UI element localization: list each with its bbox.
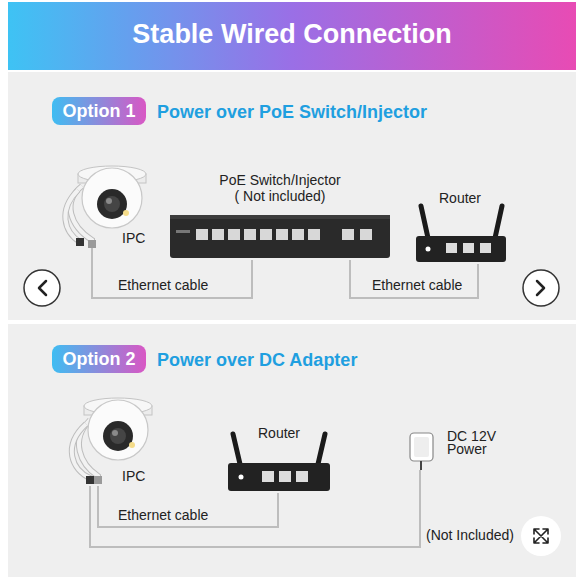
- ethernet-cable: [92, 248, 252, 298]
- router-illustration: [416, 206, 506, 262]
- cable-label: Ethernet cable: [116, 277, 210, 293]
- poe-switch-illustration: [170, 215, 390, 258]
- node-label: IPC: [122, 468, 145, 484]
- node-label: IPC: [122, 230, 145, 246]
- node-label: DC 12V Power: [447, 430, 503, 456]
- nav-arrow: [24, 270, 60, 306]
- power-adapter-illustration: [410, 433, 433, 470]
- camera-node: IPC: [62, 160, 154, 248]
- router-node: Router: [412, 188, 508, 264]
- power-adapter-node: DC 12V Power: [405, 428, 505, 470]
- title-bar: [8, 2, 576, 70]
- cable-label: Ethernet cable: [370, 277, 464, 293]
- option-badge: Option 1: [52, 98, 146, 124]
- option-heading: Power over PoE Switch/Injector: [157, 101, 427, 123]
- node-label: Router: [439, 190, 481, 206]
- node-label: PoE Switch/Injector: [219, 172, 340, 188]
- panel: [8, 72, 576, 320]
- option-pill: [52, 345, 146, 373]
- nav-arrow: [523, 270, 559, 306]
- camera-illustration: [84, 398, 152, 460]
- router-node: Router: [222, 423, 336, 493]
- node-label: Router: [258, 425, 300, 441]
- option-pill: [52, 97, 146, 125]
- title: Stable Wired Connection: [8, 18, 576, 50]
- router-illustration: [228, 434, 330, 491]
- ethernet-cable: [350, 260, 478, 298]
- option-badge: Option 2: [52, 346, 146, 372]
- cable-label: Ethernet cable: [116, 507, 210, 523]
- option-heading: Power over DC Adapter: [157, 349, 357, 371]
- ethernet-cable: [98, 486, 278, 527]
- camera-node: IPC: [75, 395, 158, 486]
- cable-label: (Not Included): [424, 527, 516, 543]
- panel: [8, 324, 576, 577]
- camera-illustration: [78, 166, 146, 228]
- node-label: ( Not included): [234, 188, 325, 204]
- expand-icon: [521, 516, 561, 556]
- poe-switch-node: PoE Switch/Injector( Not included): [168, 168, 392, 260]
